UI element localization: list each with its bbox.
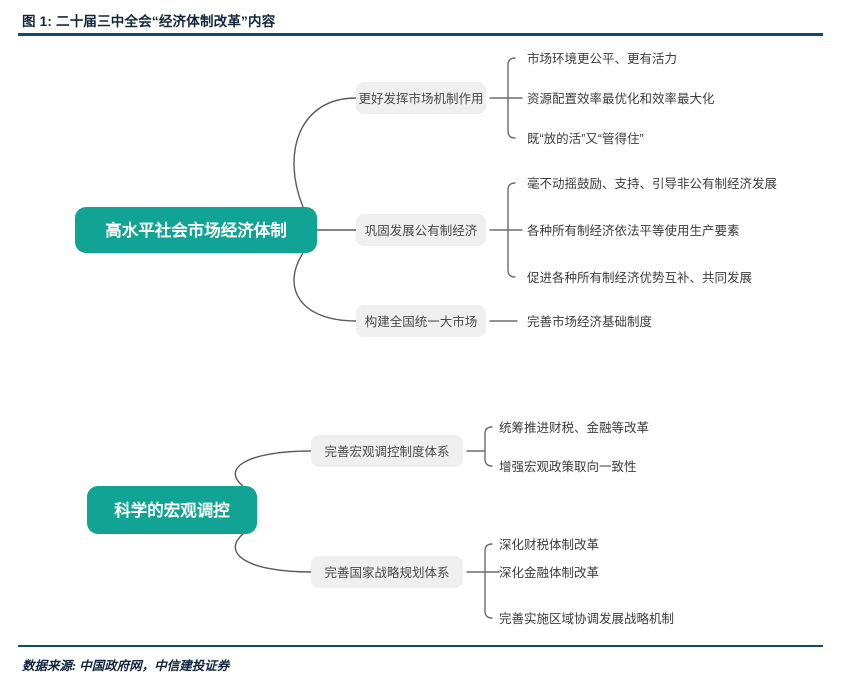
connector-root-to-branch-market-mechanism	[293, 97, 357, 208]
branch-national-strategy-bracket	[484, 543, 493, 619]
page-title: 图 1: 二十届三中全会“经济体制改革”内容	[22, 14, 276, 29]
mindmap-canvas: 高水平社会市场经济体制 更好发挥市场机制作用 市场环境更公平、更有活力资源配置效率最…	[0, 38, 841, 643]
footer-divider	[18, 645, 823, 647]
mindmap-svg: 高水平社会市场经济体制 更好发挥市场机制作用 市场环境更公平、更有活力资源配置效率最…	[75, 51, 777, 626]
branch-macro-system-box[interactable]	[311, 435, 463, 467]
section-market-economy-root-box[interactable]	[75, 207, 317, 253]
branch-unified-market-box[interactable]	[356, 305, 486, 337]
section-macro-control-root-box[interactable]	[87, 486, 257, 534]
branch-national-strategy-leaf-1: 深化金融体制改革	[499, 565, 599, 580]
branch-public-ownership-label: 巩固发展公有制经济	[365, 223, 478, 238]
branch-national-strategy-leaf-0: 深化财税体制改革	[499, 538, 599, 552]
branch-public-ownership-box[interactable]	[356, 214, 486, 246]
branch-national-strategy-box[interactable]	[311, 556, 463, 588]
branch-macro-system-bracket	[484, 426, 493, 467]
branch-national-strategy-label: 完善国家战略规划体系	[324, 565, 449, 580]
branch-market-mechanism-leaf-1: 资源配置效率最优化和效率最大化	[527, 91, 715, 106]
connector-root-to-branch-national-strategy	[234, 533, 312, 573]
section-market-economy-root-label: 高水平社会市场经济体制	[105, 220, 287, 240]
source-note: 数据来源: 中国政府网，中信建投证券	[22, 659, 230, 673]
title-divider	[18, 33, 823, 36]
branch-macro-system-leaf-0: 统筹推进财税、金融等改革	[499, 420, 649, 435]
branch-market-mechanism-label: 更好发挥市场机制作用	[358, 91, 483, 106]
branch-public-ownership-leaf-2: 促进各种所有制经济优势互补、共同发展	[527, 270, 752, 285]
branch-market-mechanism-leaf-2: 既“放的活”又“管得住”	[527, 131, 644, 146]
section-macro-control-root-label: 科学的宏观调控	[114, 500, 230, 520]
branch-public-ownership-leaf-1: 各种所有制经济依法平等使用生产要素	[527, 223, 740, 238]
branch-market-mechanism-box[interactable]	[356, 82, 486, 114]
connector-root-to-branch-macro-system	[234, 450, 312, 487]
branch-public-ownership-leaf-0: 毫不动摇鼓励、支持、引导非公有制经济发展	[527, 176, 777, 191]
branch-macro-system-leaf-1: 增强宏观政策取向一致性	[499, 459, 637, 474]
branch-macro-system-label: 完善宏观调控制度体系	[324, 444, 449, 459]
branch-market-mechanism-leaf-0: 市场环境更公平、更有活力	[527, 51, 677, 66]
section-market-economy: 高水平社会市场经济体制 更好发挥市场机制作用 市场环境更公平、更有活力资源配置效率最…	[75, 51, 777, 337]
section-macro-control: 科学的宏观调控 完善宏观调控制度体系 统筹推进财税、金融等改革增强宏观政策取向一致性…	[87, 420, 674, 626]
branch-national-strategy-leaf-2: 完善实施区域协调发展战略机制	[499, 611, 674, 626]
branch-unified-market-label: 构建全国统一大市场	[365, 314, 478, 329]
connector-root-to-branch-unified-market	[293, 252, 357, 322]
branch-unified-market-leaf-0: 完善市场经济基础制度	[527, 314, 653, 329]
